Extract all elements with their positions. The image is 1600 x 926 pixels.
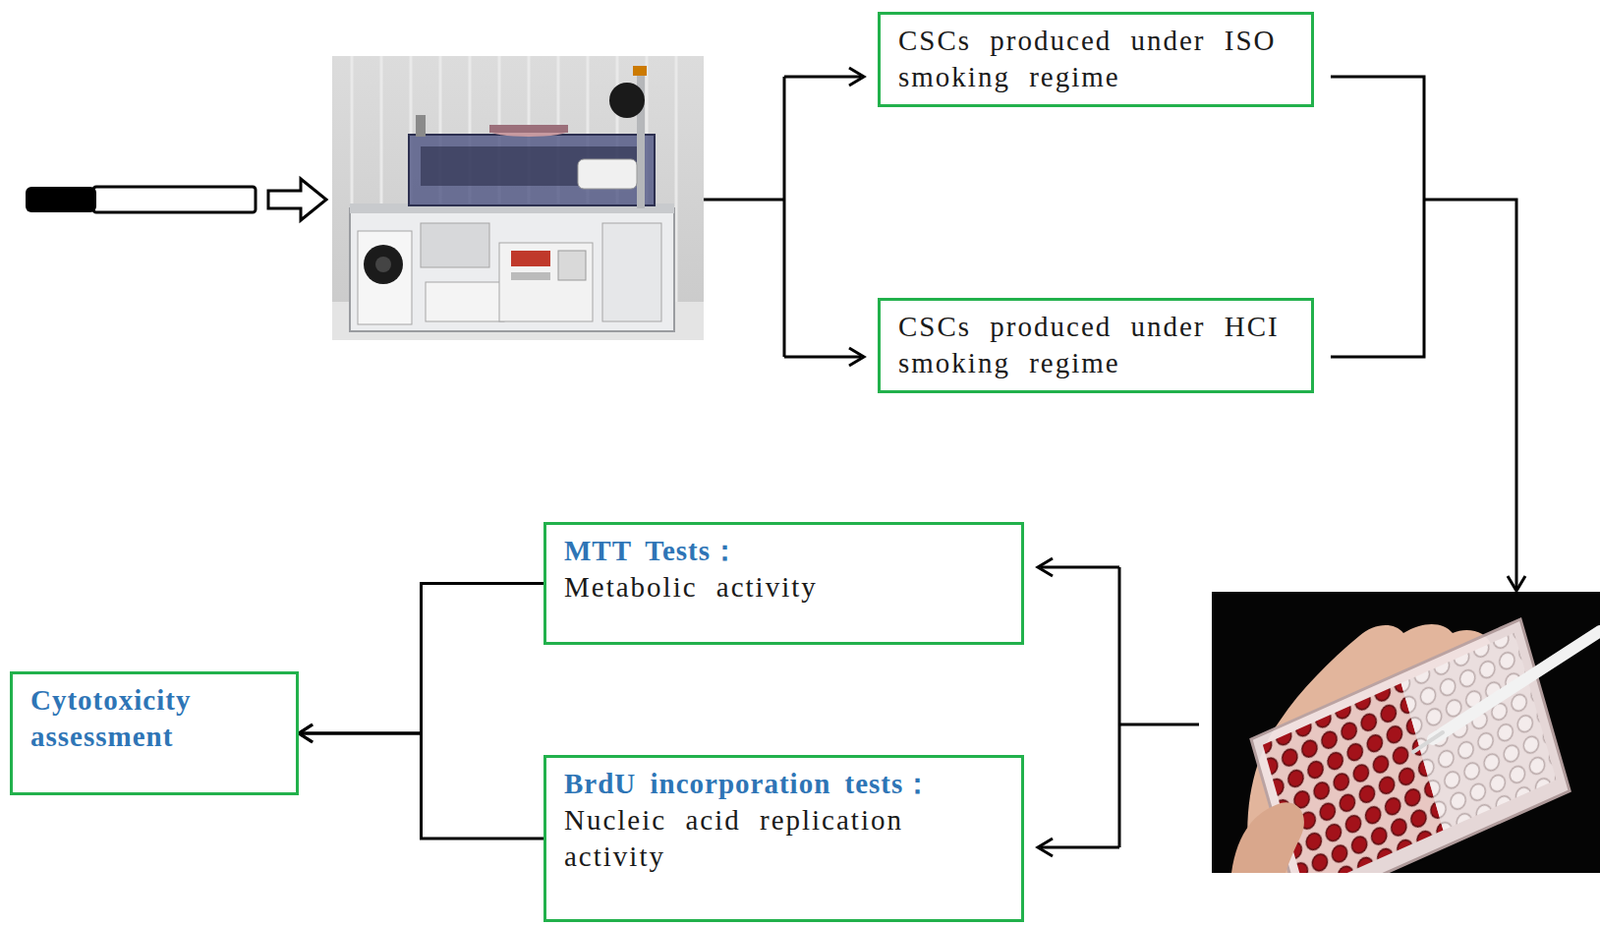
flow-line-part bbox=[1040, 567, 1200, 848]
process-box: CSCs produced under ISO smoking regime bbox=[877, 11, 1315, 108]
flow-line bbox=[703, 67, 1526, 857]
smoking-machine-photo-part bbox=[489, 124, 569, 133]
result-box: Cytotoxicity assessment bbox=[9, 671, 299, 796]
smoking-machine-photo-part bbox=[602, 223, 662, 322]
pipette-tip bbox=[1413, 732, 1443, 752]
box-heading: Cytotoxicity assessment bbox=[30, 682, 279, 755]
smoking-machine-photo-part bbox=[609, 82, 645, 118]
smoking-machine-photo-part bbox=[511, 272, 551, 281]
flow-line-part bbox=[703, 76, 861, 357]
smoking-machine-photo-part bbox=[415, 114, 426, 137]
arrow-head bbox=[298, 724, 313, 743]
box-text: CSCs produced under HCI smoking regime bbox=[898, 308, 1294, 382]
box-heading: MTT Tests： bbox=[564, 532, 1004, 570]
smoking-machine-photo-part bbox=[558, 250, 586, 281]
smoking-machine-photo-part bbox=[489, 124, 569, 137]
plate bbox=[1251, 619, 1570, 912]
flow-line-part bbox=[1507, 575, 1526, 591]
box-text: CSCs produced under ISO smoking regime bbox=[898, 22, 1294, 96]
smoking-machine-photo-part bbox=[363, 244, 403, 285]
smoking-machine-photo-part bbox=[425, 282, 505, 322]
connector-arrow bbox=[298, 724, 544, 839]
smoking-machine-photo-part bbox=[632, 65, 647, 76]
smoking-machine-photo-part bbox=[332, 56, 704, 341]
cigarette-icon-part bbox=[25, 186, 97, 213]
smoking-machine-photo-part bbox=[511, 250, 551, 267]
flow-line-part bbox=[849, 347, 864, 366]
smoking-machine-photo-part bbox=[408, 134, 655, 206]
connector-line bbox=[298, 733, 544, 839]
test-box: BrdU incorporation tests：Nucleic acid re… bbox=[543, 754, 1025, 922]
flow-line-part bbox=[1330, 76, 1517, 588]
smoking-machine-photo-part bbox=[349, 208, 675, 332]
pipette bbox=[1432, 630, 1600, 740]
smoking-machine-photo-part bbox=[499, 242, 593, 322]
cigarette-icon bbox=[25, 186, 256, 213]
cigarette-icon-part bbox=[93, 186, 256, 213]
process-box: CSCs produced under HCI smoking regime bbox=[877, 297, 1315, 394]
box-text: Metabolic activity bbox=[564, 569, 1004, 606]
box-text: Nucleic acid replication activity bbox=[564, 801, 1004, 875]
thumb bbox=[1231, 801, 1305, 873]
box-heading: BrdU incorporation tests： bbox=[564, 765, 1004, 802]
hollow-arrow bbox=[268, 178, 327, 221]
smoking-machine-photo bbox=[332, 56, 704, 341]
flow-line-part bbox=[849, 67, 864, 86]
connector-arrow bbox=[298, 583, 544, 743]
smoking-machine-photo-part bbox=[577, 159, 637, 189]
smoking-machine-photo-part bbox=[375, 256, 392, 273]
test-box: MTT Tests：Metabolic activity bbox=[543, 521, 1025, 645]
plate-part bbox=[1401, 632, 1557, 831]
flow-line-part bbox=[1037, 838, 1053, 857]
well-plate-photo bbox=[1211, 591, 1600, 912]
connector-line bbox=[298, 583, 544, 735]
smoking-machine-photo-part bbox=[420, 223, 490, 268]
flow-line-part bbox=[1037, 558, 1053, 576]
smoking-machine-photo-part bbox=[357, 230, 412, 325]
plate-part bbox=[1251, 619, 1570, 912]
